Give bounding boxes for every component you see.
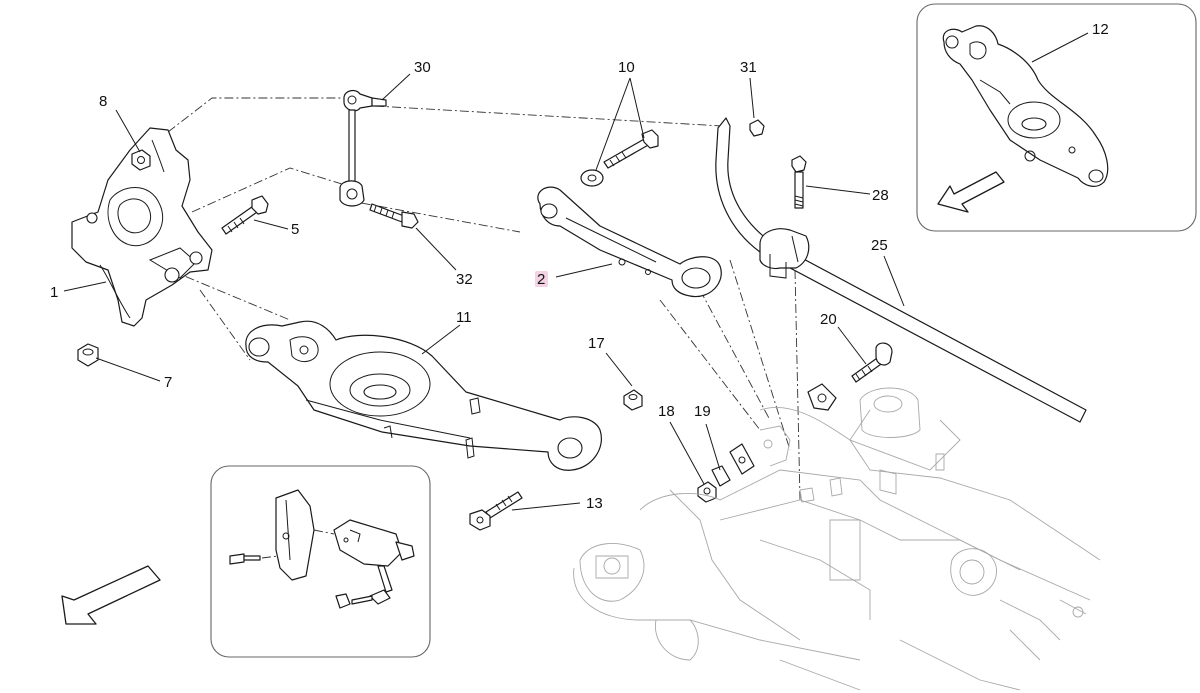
nut-7[interactable] bbox=[77, 343, 99, 367]
nut-8[interactable] bbox=[131, 149, 151, 171]
callout-11[interactable]: 11 bbox=[456, 309, 472, 326]
callout-32[interactable]: 32 bbox=[456, 271, 473, 288]
callout-2[interactable]: 2 bbox=[537, 271, 545, 288]
bolt-13[interactable] bbox=[469, 491, 523, 531]
callout-19[interactable]: 19 bbox=[694, 403, 711, 420]
sensor-link-rod[interactable] bbox=[335, 589, 391, 609]
leader-lines bbox=[63, 32, 1089, 511]
callout-30[interactable]: 30 bbox=[414, 59, 431, 76]
bolt-5[interactable] bbox=[221, 195, 269, 235]
stabilizer-bar-25[interactable] bbox=[715, 117, 1087, 423]
bolt-28[interactable] bbox=[791, 155, 807, 209]
inset-height-sensor-detail bbox=[210, 465, 431, 658]
callout-18[interactable]: 18 bbox=[658, 403, 675, 420]
nut-31[interactable] bbox=[749, 119, 765, 137]
upper-control-arm-2[interactable] bbox=[537, 186, 722, 298]
sensor-screw[interactable] bbox=[229, 553, 261, 565]
bolt-20[interactable] bbox=[807, 342, 893, 411]
lower-arm-12[interactable] bbox=[942, 25, 1109, 187]
bolt-32[interactable] bbox=[369, 203, 419, 229]
callout-31[interactable]: 31 bbox=[740, 59, 757, 76]
callout-2-highlight bbox=[535, 271, 548, 287]
callout-5[interactable]: 5 bbox=[291, 221, 299, 238]
sensor-bracket[interactable] bbox=[275, 489, 315, 581]
callout-13[interactable]: 13 bbox=[586, 495, 603, 512]
stabilizer-link-30[interactable] bbox=[339, 89, 387, 207]
callout-8[interactable]: 8 bbox=[99, 93, 107, 110]
rear-subframe bbox=[573, 387, 1101, 691]
callout-numbers: 1 2 5 7 8 10 11 12 13 17 18 19 20 25 28 … bbox=[50, 21, 1109, 512]
callout-25[interactable]: 25 bbox=[871, 237, 888, 254]
direction-arrow bbox=[61, 565, 161, 625]
height-sensor[interactable] bbox=[333, 519, 415, 593]
assembly-center-lines bbox=[167, 97, 801, 501]
callout-20[interactable]: 20 bbox=[820, 311, 837, 328]
callout-12[interactable]: 12 bbox=[1092, 21, 1109, 38]
bolt-10[interactable] bbox=[580, 129, 659, 187]
callout-1[interactable]: 1 bbox=[50, 284, 58, 301]
nut-17[interactable] bbox=[623, 389, 643, 411]
nut-18[interactable] bbox=[697, 481, 717, 503]
callout-17[interactable]: 17 bbox=[588, 335, 605, 352]
callout-10[interactable]: 10 bbox=[618, 59, 635, 76]
lower-control-arm-11[interactable] bbox=[245, 320, 602, 471]
callout-7[interactable]: 7 bbox=[164, 374, 172, 391]
callout-28[interactable]: 28 bbox=[872, 187, 889, 204]
inset-lower-arm-detail bbox=[916, 3, 1197, 232]
